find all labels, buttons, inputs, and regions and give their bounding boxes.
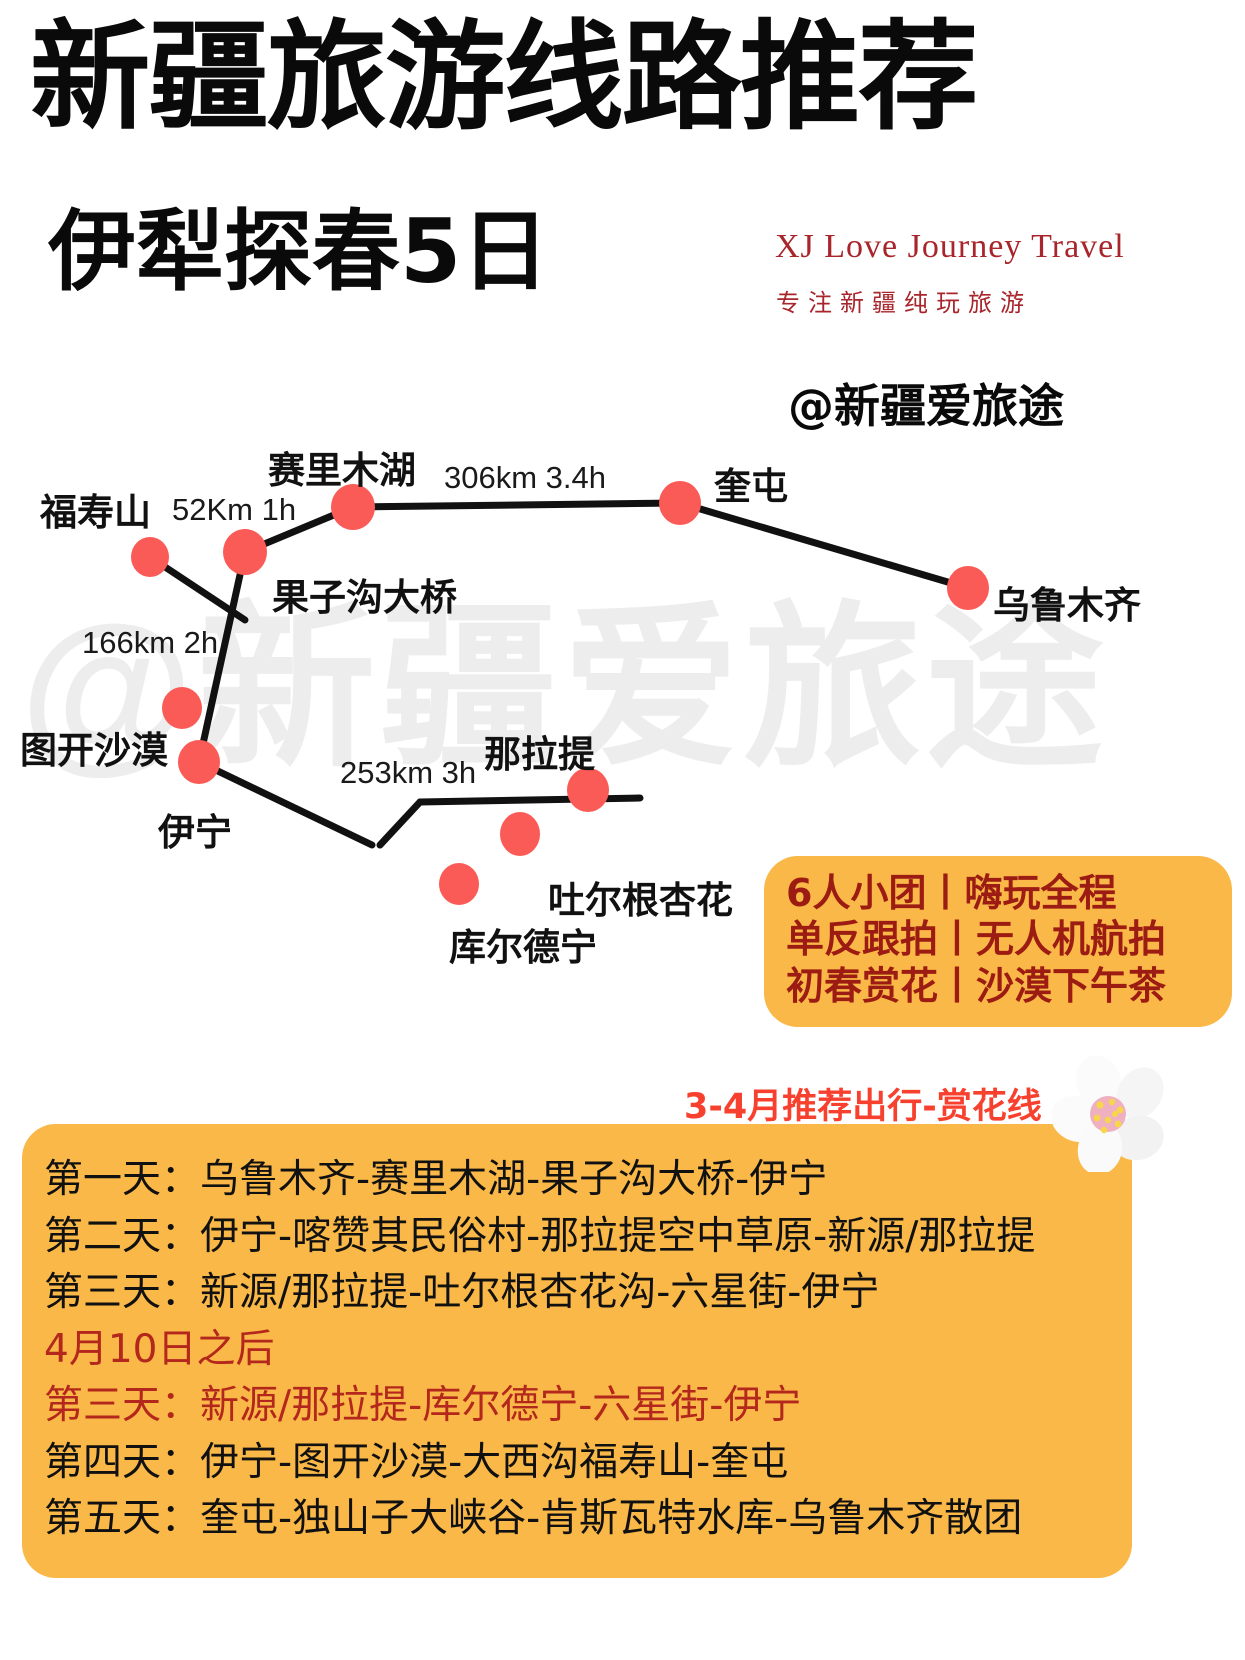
route-map-svg	[131, 481, 989, 905]
itinerary-day-4: 第四天：伊宁-图开沙漠-大西沟福寿山-奎屯	[44, 1439, 789, 1485]
page-subtitle: 伊犁探春5日	[48, 200, 550, 303]
map-segment-label-guozigou-yining: 166km 2h	[82, 625, 219, 660]
route-line-kuitun-wulumuqi	[676, 499, 972, 592]
map-label-wulumuqi: 乌鲁木齐	[993, 584, 1141, 627]
map-segment-label-sailimu-kuitun: 306km 3.4h	[444, 460, 606, 495]
brand-english-name: XJ Love Journey Travel	[775, 228, 1125, 265]
map-node-sailimu	[331, 484, 375, 530]
flower-icon	[1052, 1055, 1164, 1172]
feature-line-3: 初春赏花丨沙漠下午茶	[786, 963, 1167, 1008]
map-segment-label-fushou-guozigou: 52Km 1h	[172, 492, 297, 527]
map-label-tuergen: 吐尔根杏花	[548, 879, 733, 922]
map-label-sailimu: 赛里木湖	[268, 449, 416, 492]
map-node-kuerdening	[439, 863, 479, 905]
itinerary-day-2: 第二天：伊宁-喀赞其民俗村-那拉提空中草原-新源/那拉提	[44, 1213, 1036, 1259]
map-node-fushoushan	[131, 537, 169, 577]
page-title: 新疆旅游线路推荐	[30, 8, 979, 146]
map-label-guozigou: 果子沟大桥	[272, 576, 457, 619]
route-line-sailimu-kuitun	[349, 499, 684, 511]
itinerary-day-3-alt: 第三天：新源/那拉提-库尔德宁-六星街-伊宁	[44, 1383, 802, 1429]
brand-chinese-slogan: 专注新疆纯玩旅游	[776, 291, 1032, 317]
itinerary-day-1: 第一天：乌鲁木齐-赛里木湖-果子沟大桥-伊宁	[44, 1157, 828, 1202]
map-label-nalati: 那拉提	[484, 733, 595, 776]
map-node-kuitun	[659, 481, 701, 525]
account-handle: @新疆爱旅途	[788, 379, 1064, 433]
map-node-nalati	[567, 768, 609, 812]
map-node-tukaishamo	[162, 687, 202, 729]
map-node-tuergen	[500, 812, 540, 856]
feature-line-2: 单反跟拍丨无人机航拍	[786, 917, 1167, 962]
route-lines	[146, 499, 972, 849]
route-line-mid-up	[376, 798, 424, 849]
map-label-kuerdening: 库尔德宁	[449, 926, 597, 969]
map-label-fushoushan: 福寿山	[40, 491, 151, 534]
map-segment-label-yining-nalati: 253km 3h	[340, 755, 477, 790]
route-line-yining-mid	[195, 758, 376, 849]
feature-line-1: 6人小团丨嗨玩全程	[786, 871, 1117, 915]
route-line-guozigou-yining	[195, 548, 249, 766]
map-label-tukaishamo: 图开沙漠	[20, 729, 168, 772]
map-node-wulumuqi	[947, 566, 989, 610]
map-label-kuitun: 奎屯	[714, 465, 788, 508]
features-badge: 6人小团丨嗨玩全程 单反跟拍丨无人机航拍 初春赏花丨沙漠下午茶	[764, 856, 1232, 1028]
itinerary-day-5: 第五天：奎屯-独山子大峡谷-肯斯瓦特水库-乌鲁木齐散团	[44, 1496, 1023, 1542]
map-node-yining	[178, 740, 220, 784]
itinerary-date-note: 4月10日之后	[44, 1326, 275, 1372]
route-map: 福寿山 果子沟大桥 赛里木湖 奎屯 乌鲁木齐 图开沙漠 伊宁 那拉提 吐尔根杏花…	[0, 420, 1245, 1020]
route-nodes	[131, 481, 989, 905]
itinerary-panel: 第一天：乌鲁木齐-赛里木湖-果子沟大桥-伊宁 第二天：伊宁-喀赞其民俗村-那拉提…	[22, 1124, 1132, 1578]
map-label-yining: 伊宁	[158, 811, 232, 854]
itinerary-day-3: 第三天：新源/那拉提-吐尔根杏花沟-六星街-伊宁	[44, 1270, 880, 1316]
season-recommendation-note: 3-4月推荐出行-赏花线	[684, 1087, 1042, 1127]
map-node-guozigou	[223, 529, 267, 575]
